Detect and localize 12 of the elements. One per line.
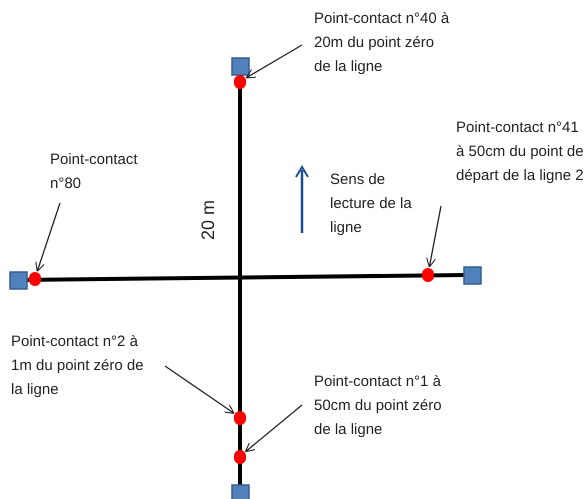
- leader-line: [35, 202, 61, 272]
- callout-label: Point-contact n°1 à 50cm du point zéro de la ligne: [314, 370, 454, 442]
- callout-label: Point-contact n°41 à 50cm du point de départ de la ligne 2: [456, 116, 584, 188]
- leader-line: [246, 44, 302, 78]
- dimension-label: 20 m: [197, 200, 219, 240]
- leader-line: [426, 206, 442, 268]
- leader-line: [244, 404, 302, 452]
- callout-label: Point-contact n°2 à 1m du point zéro de la ligne: [11, 330, 151, 402]
- callout-label: Point-contact n°40 à 20m du point zéro de la ligne: [314, 7, 452, 79]
- direction-note: Sens de lecture de la ligne: [330, 170, 413, 238]
- callout-label: Point-contact n°80: [50, 148, 155, 196]
- leader-line: [164, 365, 235, 414]
